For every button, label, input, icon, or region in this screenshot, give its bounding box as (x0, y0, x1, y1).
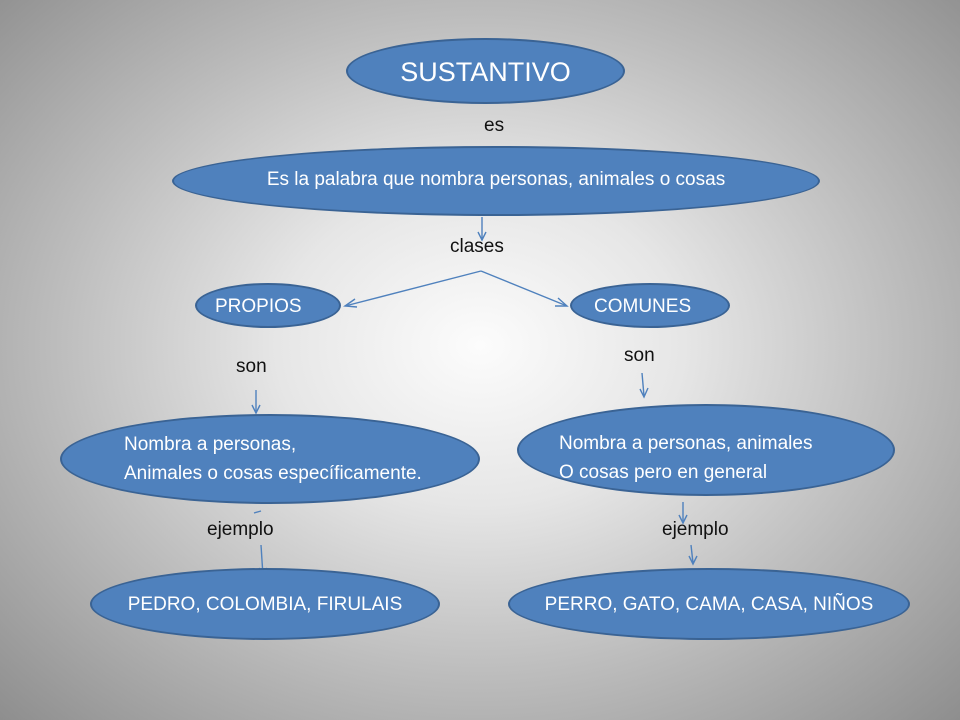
node-definicion-propios-text: Nombra a personas, Animales o cosas espe… (124, 430, 422, 488)
node-ejemplo-propios: PEDRO, COLOMBIA, FIRULAIS (90, 568, 440, 640)
node-propios-text: PROPIOS (215, 296, 302, 317)
node-definicion-comunes: Nombra a personas, animales O cosas pero… (517, 404, 895, 496)
label-son-propios: son (236, 356, 267, 377)
node-definicion-comunes-line-1: Nombra a personas, animales (559, 433, 813, 454)
label-es: es (484, 115, 505, 136)
label-son-comunes: son (624, 345, 655, 366)
arrow-son-to-def-propios (251, 390, 261, 415)
arrow-ejemplo-to-ej-comunes (688, 544, 698, 566)
label-clases: clases (450, 236, 504, 257)
arrow-clases-to-comunes (480, 270, 569, 307)
node-definicion-propios: Nombra a personas, Animales o cosas espe… (60, 414, 480, 504)
node-definicion-text: Es la palabra que nombra personas, anima… (266, 169, 726, 190)
node-ejemplo-comunes: PERRO, GATO, CAMA, CASA, NIÑOS (508, 568, 910, 640)
node-definicion: Es la palabra que nombra personas, anima… (172, 146, 820, 216)
node-sustantivo-text: SUSTANTIVO (400, 57, 571, 87)
label-ejemplo-comunes: ejemplo (662, 519, 729, 540)
arrow-def-comunes-to-ejemplo (678, 502, 688, 525)
arrow-definicion-to-clases (477, 217, 487, 242)
node-definicion-comunes-line-2: O cosas pero en general (559, 462, 768, 483)
arrow-clases-to-propios (343, 270, 482, 308)
node-definicion-propios-line-2: Animales o cosas específicamente. (124, 463, 422, 484)
node-comunes: COMUNES (570, 283, 730, 328)
node-sustantivo: SUSTANTIVO (346, 38, 625, 104)
label-ejemplo-propios: ejemplo (207, 519, 274, 540)
node-definicion-propios-line-1: Nombra a personas, (124, 434, 297, 455)
node-definicion-comunes-text: Nombra a personas, animales O cosas pero… (559, 429, 812, 487)
node-ejemplo-propios-text: PEDRO, COLOMBIA, FIRULAIS (127, 594, 403, 615)
node-comunes-text: COMUNES (594, 296, 692, 317)
arrow-son-to-def-comunes (639, 372, 649, 399)
node-ejemplo-comunes-text: PERRO, GATO, CAMA, CASA, NIÑOS (544, 594, 874, 615)
node-propios: PROPIOS (195, 283, 341, 328)
